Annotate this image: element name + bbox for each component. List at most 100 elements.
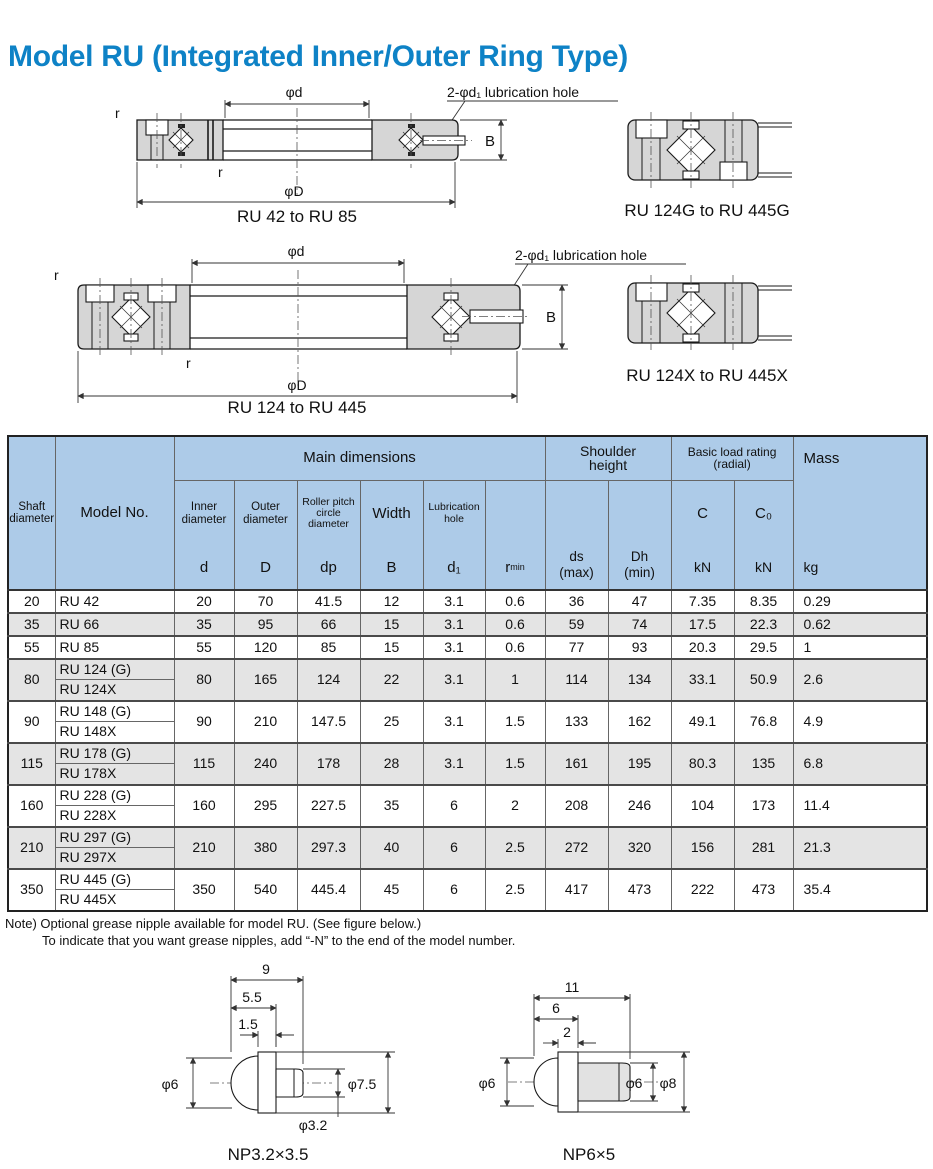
drawing-ru124-445: φd 2-φd₁ lubrication hole <box>54 243 686 417</box>
col-header-inner-diameter: Inner diameter d <box>173 479 235 590</box>
bearing-drawings: φd 2-φd₁ lubrication hole <box>54 84 792 417</box>
cell-rmin: 2.5 <box>484 867 546 911</box>
cell-B: 45 <box>359 867 424 911</box>
dim-np1-total: 9 <box>262 961 270 977</box>
cell-shaft: 20 <box>7 588 56 613</box>
cell-dh: 320 <box>607 825 672 869</box>
dim-np1-flange-dia: φ7.5 <box>348 1076 377 1092</box>
col-header-dh-min: Dh (min) <box>607 479 672 590</box>
cell-rmin: 2.5 <box>484 825 546 869</box>
col-header-ds-max: ds (max) <box>544 479 609 590</box>
lube-hole-label: 2-φd₁ lubrication hole <box>515 247 647 263</box>
table-row: RU 445X <box>8 889 927 911</box>
cell-dp: 85 <box>296 634 361 659</box>
cell-ds: 417 <box>544 867 609 911</box>
cell-ds: 77 <box>544 634 609 659</box>
caption-ru124-445: RU 124 to RU 445 <box>228 398 367 417</box>
cell-c: 33.1 <box>670 657 735 701</box>
cell-c0: 29.5 <box>733 634 794 659</box>
cell-D: 380 <box>233 825 298 869</box>
dim-label-r: r <box>218 164 223 180</box>
dim-label-r: r <box>54 267 59 283</box>
mass-unit: kg <box>803 559 819 576</box>
table-row: 55 RU 85 55 120 85 15 3.1 0.6 77 93 20.3… <box>7 634 928 659</box>
cell-shaft: 160 <box>7 783 56 827</box>
col-header-lubrication-hole: Lubrication hole d₁ <box>422 479 486 590</box>
cell-D: 210 <box>233 699 298 743</box>
table-row: RU 228X <box>8 805 927 827</box>
cell-dh: 246 <box>607 783 672 827</box>
cell-dp: 41.5 <box>296 588 361 613</box>
dim-np2-thread-dia: φ6 <box>626 1075 643 1091</box>
cell-c0: 8.35 <box>733 588 794 613</box>
cell-c0: 281 <box>733 825 794 869</box>
cell-c0: 473 <box>733 867 794 911</box>
dim-label-phi-d: φd <box>288 243 305 259</box>
cell-mass: 11.4 <box>792 783 928 827</box>
dim-label-r: r <box>115 105 120 121</box>
cell-D: 70 <box>233 588 298 613</box>
cell-ds: 272 <box>544 825 609 869</box>
cell-mass: 35.4 <box>792 867 928 911</box>
cell-d: 160 <box>173 783 235 827</box>
grease-nipple-drawings: 9 5.5 1.5 φ6 φ7.5 φ3.2 NP3.2×3.5 <box>162 961 690 1164</box>
header-row-symbols: Inner diameter d Outer diameter D Roller… <box>8 479 927 590</box>
cell-d1: 3.1 <box>422 634 486 659</box>
header-row-groups: Shaft diameter Model No. Main dimensions… <box>7 435 928 590</box>
cell-d: 115 <box>173 741 235 785</box>
cell-model: RU 148 (G) <box>54 699 175 722</box>
cell-rmin: 1.5 <box>484 741 546 785</box>
cell-c0: 22.3 <box>733 611 794 636</box>
footnote-line2: To indicate that you want grease nipples… <box>42 932 516 948</box>
caption-ru42-85: RU 42 to RU 85 <box>237 207 357 226</box>
cell-d1: 6 <box>422 825 486 869</box>
col-header-c0: C₀ kN <box>733 479 794 590</box>
mass-label: Mass <box>803 449 840 467</box>
dim-np1-body: 5.5 <box>242 989 262 1005</box>
dim-np2-head-dia: φ6 <box>479 1075 496 1091</box>
cell-D: 95 <box>233 611 298 636</box>
cell-d: 90 <box>173 699 235 743</box>
cell-shaft: 35 <box>7 611 56 636</box>
cell-dh: 162 <box>607 699 672 743</box>
dim-np1-head-dia: φ6 <box>162 1076 179 1092</box>
cell-dh: 47 <box>607 588 672 613</box>
group-header-shoulder-height: Shoulder height <box>544 435 672 481</box>
cell-model: RU 228 (G) <box>54 783 175 806</box>
cell-B: 12 <box>359 588 424 613</box>
table-row: 35 RU 66 35 95 66 15 3.1 0.6 59 74 17.5 … <box>7 611 928 636</box>
cell-d1: 3.1 <box>422 588 486 613</box>
cell-ds: 161 <box>544 741 609 785</box>
caption-np1: NP3.2×3.5 <box>228 1145 309 1164</box>
drawing-ru124x-445x: RU 124X to RU 445X <box>626 275 792 385</box>
cell-model: RU 124X <box>54 679 175 701</box>
cell-model: RU 445 (G) <box>54 867 175 890</box>
cell-ds: 133 <box>544 699 609 743</box>
cell-c: 80.3 <box>670 741 735 785</box>
cell-model: RU 297 (G) <box>54 825 175 848</box>
cell-c: 104 <box>670 783 735 827</box>
cell-c0: 135 <box>733 741 794 785</box>
cell-B: 28 <box>359 741 424 785</box>
drawing-np3-2x3-5: 9 5.5 1.5 φ6 φ7.5 φ3.2 NP3.2×3.5 <box>162 961 395 1164</box>
cell-B: 40 <box>359 825 424 869</box>
table-row: 20 RU 42 20 70 41.5 12 3.1 0.6 36 47 7.3… <box>7 588 928 613</box>
cell-dp: 445.4 <box>296 867 361 911</box>
cell-model: RU 42 <box>54 588 175 613</box>
col-header-mass: Mass kg <box>792 435 928 590</box>
cell-d: 210 <box>173 825 235 869</box>
cell-rmin: 0.6 <box>484 611 546 636</box>
table-row: RU 124X <box>8 679 927 701</box>
cell-model: RU 66 <box>54 611 175 636</box>
col-header-outer-diameter: Outer diameter D <box>233 479 298 590</box>
cell-model: RU 124 (G) <box>54 657 175 680</box>
cell-rmin: 1.5 <box>484 699 546 743</box>
cell-dp: 297.3 <box>296 825 361 869</box>
cell-B: 15 <box>359 634 424 659</box>
cell-shaft: 55 <box>7 634 56 659</box>
cell-ds: 59 <box>544 611 609 636</box>
dim-np2-flange-dia: φ8 <box>660 1075 677 1091</box>
drawing-ru124g-445g: RU 124G to RU 445G <box>624 112 792 220</box>
group-header-basic-load-rating: Basic load rating (radial) <box>670 435 794 481</box>
